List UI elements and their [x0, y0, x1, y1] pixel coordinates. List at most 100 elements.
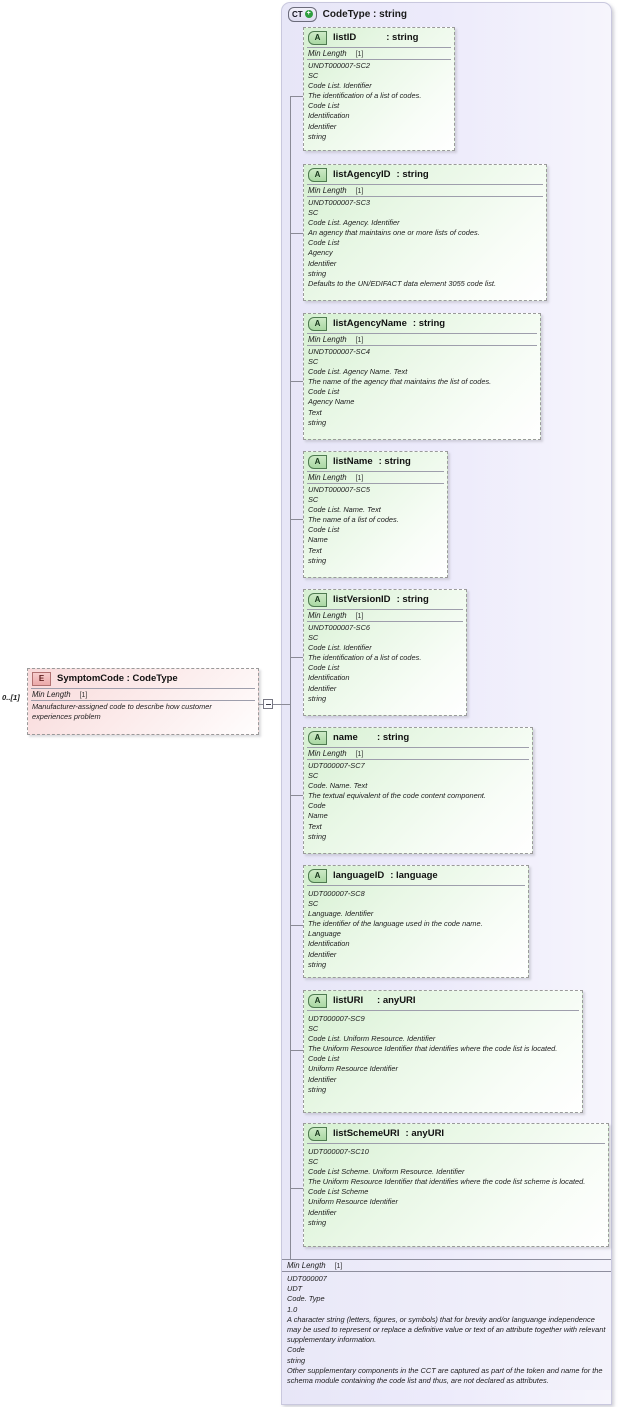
attribute-box-name[interactable]: A name : string Min Length [1] UDT000007… [303, 727, 533, 854]
attribute-documentation: UNDT000007-SC4 SC Code List. Agency Name… [304, 346, 540, 430]
doc-line: string [308, 831, 327, 841]
divider [307, 471, 444, 472]
attribute-type: : string [386, 32, 419, 43]
doc-line: The name of the agency that maintains th… [308, 377, 492, 387]
doc-line: SC [308, 771, 319, 781]
attribute-documentation: UDT000007-SC10 SC Code List Scheme. Unif… [304, 1144, 608, 1230]
doc-line: UDT [287, 1284, 303, 1294]
doc-line: Code List. Agency Name. Text [308, 367, 408, 377]
attribute-box-listschemeuri[interactable]: A listSchemeURI : anyURI UDT000007-SC10 … [303, 1123, 609, 1247]
attribute-box-listagencyname[interactable]: A listAgencyName : string Min Length [1]… [303, 313, 541, 440]
expand-plus-icon[interactable]: + [304, 10, 313, 18]
doc-line: Code List Scheme. Uniform Resource. Iden… [308, 1167, 465, 1177]
facet-value: [1] [79, 692, 88, 699]
divider [307, 747, 529, 748]
connector-stub-listuri [290, 1050, 303, 1051]
doc-line: Code List [308, 663, 340, 673]
doc-line: The Uniform Resource Identifier that ide… [308, 1177, 586, 1187]
element-icon: E [32, 671, 51, 686]
doc-line: string [308, 131, 327, 141]
doc-line: SC [308, 1157, 319, 1167]
divider [307, 184, 543, 185]
attribute-icon: A [308, 993, 327, 1008]
divider [282, 1271, 611, 1272]
doc-line: A character string (letters, figures, or… [287, 1314, 608, 1345]
doc-line: The identifier of the language used in t… [308, 919, 483, 929]
attribute-icon: A [308, 592, 327, 607]
divider [307, 1143, 605, 1144]
doc-line: The textual equivalent of the code conte… [308, 791, 486, 801]
attribute-box-listid[interactable]: A listID : string Min Length [1] UNDT000… [303, 27, 455, 151]
element-cardinality: 0..[1] [2, 693, 20, 702]
doc-line: Text [308, 407, 322, 417]
doc-line: Agency [308, 248, 333, 258]
doc-line: Code List [308, 387, 340, 397]
attribute-header: A listURI : anyURI [304, 991, 582, 1010]
connector-stub-name [290, 795, 303, 796]
doc-line: Uniform Resource Identifier [308, 1064, 398, 1074]
doc-line: Code [287, 1345, 305, 1355]
attribute-documentation: UNDT000007-SC2 SC Code List. Identifier … [304, 60, 454, 144]
attribute-icon: A [308, 730, 327, 745]
doc-line: SC [308, 495, 319, 505]
attribute-name: listAgencyID [333, 169, 391, 180]
facet-value: [1] [355, 475, 364, 482]
attribute-documentation: UNDT000007-SC5 SC Code List. Name. Text … [304, 484, 447, 568]
divider [307, 345, 537, 346]
attribute-type: : string [396, 594, 429, 605]
doc-line: Agency Name [308, 397, 355, 407]
element-connector-left [259, 704, 264, 705]
doc-line: UNDT000007-SC2 [308, 61, 371, 70]
divider [307, 59, 451, 60]
attribute-box-listagencyid[interactable]: A listAgencyID : string Min Length [1] U… [303, 164, 547, 301]
attribute-type: : string [377, 732, 410, 743]
doc-line: Code List [308, 101, 340, 111]
facet-min-length: Min Length [1] [28, 689, 258, 700]
attribute-header: A listID : string [304, 28, 454, 47]
doc-line: UNDT000007-SC5 [308, 485, 371, 494]
connector-stub-listname [290, 519, 303, 520]
complex-type-title: CodeType : string [322, 8, 407, 20]
complex-type-badge-label: CT [292, 9, 303, 19]
element-box-symptomcode[interactable]: E SymptomCode : CodeType Min Length [1] … [27, 668, 259, 735]
attribute-box-listuri[interactable]: A listURI : anyURI UDT000007-SC9 SC Code… [303, 990, 583, 1113]
attribute-box-listversionid[interactable]: A listVersionID : string Min Length [1] … [303, 589, 467, 716]
doc-line: The identification of a list of codes. [308, 91, 422, 101]
complex-type-header: CT+ CodeType : string [288, 5, 407, 23]
attribute-name: name [333, 732, 372, 743]
doc-line: string [308, 555, 327, 565]
attribute-name: listName [333, 456, 373, 467]
facet-min-length: Min Length [1] [304, 185, 546, 196]
facet-label: Min Length [32, 690, 71, 699]
element-header: E SymptomCode : CodeType [28, 669, 258, 688]
attribute-header: A listVersionID : string [304, 590, 466, 609]
attribute-box-languageid[interactable]: A languageID : language UDT000007-SC8 SC… [303, 865, 529, 978]
doc-line: Identifier [308, 683, 337, 693]
doc-line: Code List [308, 238, 340, 248]
attribute-documentation: UDT000007-SC8 SC Language. Identifier Th… [304, 886, 528, 972]
doc-line: Code List [308, 525, 340, 535]
facet-min-length: Min Length [1] [304, 610, 466, 621]
facet-min-length: Min Length [1] [304, 48, 454, 59]
facet-value: [1] [334, 1263, 343, 1270]
complex-type-icon[interactable]: CT+ [288, 6, 317, 22]
facet-label: Min Length [308, 473, 347, 482]
divider [307, 621, 463, 622]
attribute-box-listname[interactable]: A listName : string Min Length [1] UNDT0… [303, 451, 448, 578]
attribute-header: A listSchemeURI : anyURI [304, 1124, 608, 1143]
doc-line: UDT000007-SC7 [308, 761, 365, 770]
attribute-name: listAgencyName [333, 318, 407, 329]
divider [307, 196, 543, 197]
attribute-header: A listAgencyName : string [304, 314, 540, 333]
attribute-type: : anyURI [405, 1128, 445, 1139]
doc-line: string [287, 1355, 306, 1365]
attribute-connector-rail [290, 96, 291, 1260]
element-connector-right [273, 704, 291, 705]
facet-label: Min Length [308, 749, 347, 758]
doc-line: Code. Type [287, 1294, 325, 1304]
doc-line: Identifier [308, 258, 337, 268]
doc-line: The Uniform Resource Identifier that ide… [308, 1044, 558, 1054]
attribute-header: A listAgencyID : string [304, 165, 546, 184]
divider [307, 885, 525, 886]
collapse-toggle-icon[interactable] [263, 699, 273, 709]
